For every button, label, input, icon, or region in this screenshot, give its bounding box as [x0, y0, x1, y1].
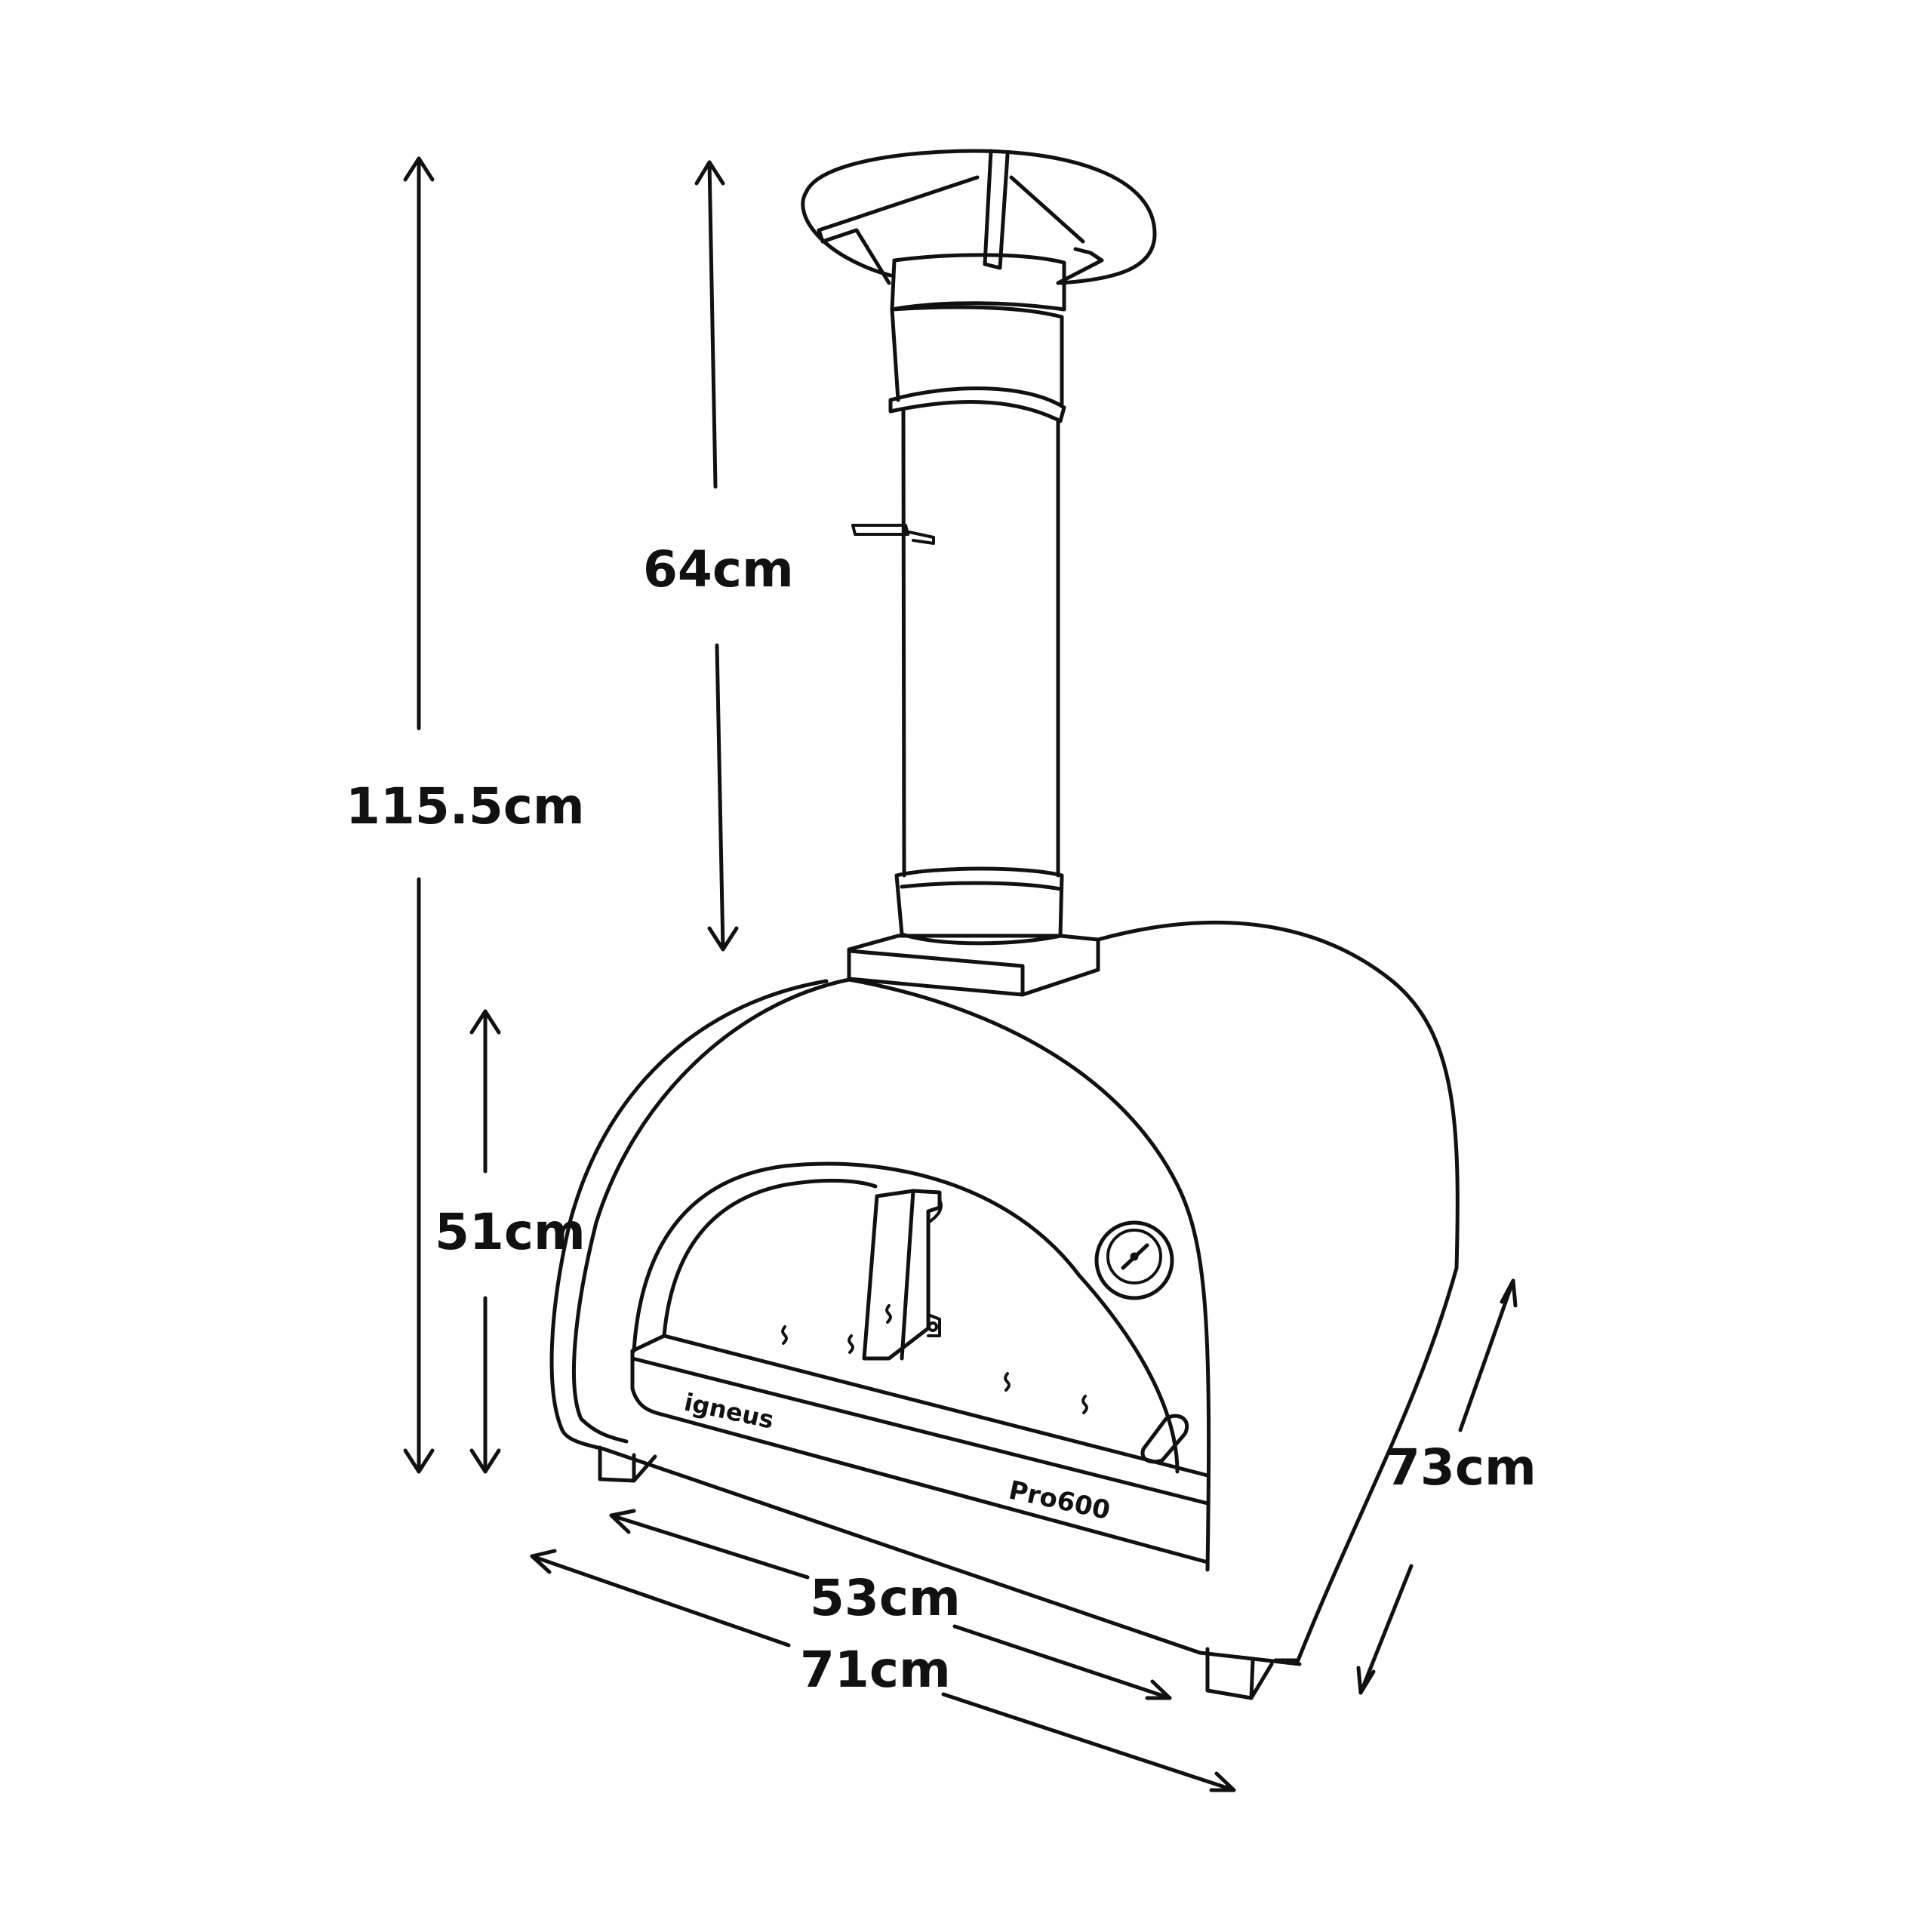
arrow-outer-width: [530, 1549, 1236, 1792]
oven-mouth: [630, 1161, 1210, 1564]
oven-body: [549, 920, 1460, 1666]
damper-handle: [851, 524, 935, 545]
door-panel: [862, 1189, 942, 1361]
front-knob: [1140, 1414, 1189, 1464]
flame-icon: [885, 1304, 892, 1324]
thermometer-icon: [1094, 1220, 1174, 1300]
arrow-flue-height: [694, 160, 739, 952]
chimney-pipe: [888, 253, 1066, 946]
label-depth: 73cm: [1386, 1438, 1537, 1497]
flue-base-plate: [847, 934, 1100, 997]
brand-logo: igneus: [681, 1388, 776, 1435]
oven-feet: [598, 1445, 1274, 1700]
label-total-height: 115.5cm: [346, 777, 585, 835]
flame-icon: [1004, 1372, 1011, 1392]
door-panel-detail: [927, 1198, 943, 1337]
arrow-inner-width: [609, 1509, 1172, 1700]
arrow-depth: [1356, 1278, 1518, 1695]
arrow-total-height: [403, 156, 435, 1474]
label-oven-height: 51cm: [435, 1203, 586, 1261]
flame-icons: [781, 1304, 1088, 1414]
label-outer-width: 71cm: [800, 1641, 951, 1699]
chimney-cap: [801, 149, 1157, 285]
arrow-oven-height: [469, 1009, 501, 1474]
flame-icon: [1081, 1395, 1088, 1414]
label-flue-height: 64cm: [643, 540, 794, 598]
label-inner-width: 53cm: [810, 1569, 961, 1627]
flame-icon: [848, 1334, 854, 1354]
flame-icon: [781, 1325, 788, 1345]
model-name: Pro600: [1006, 1475, 1112, 1526]
